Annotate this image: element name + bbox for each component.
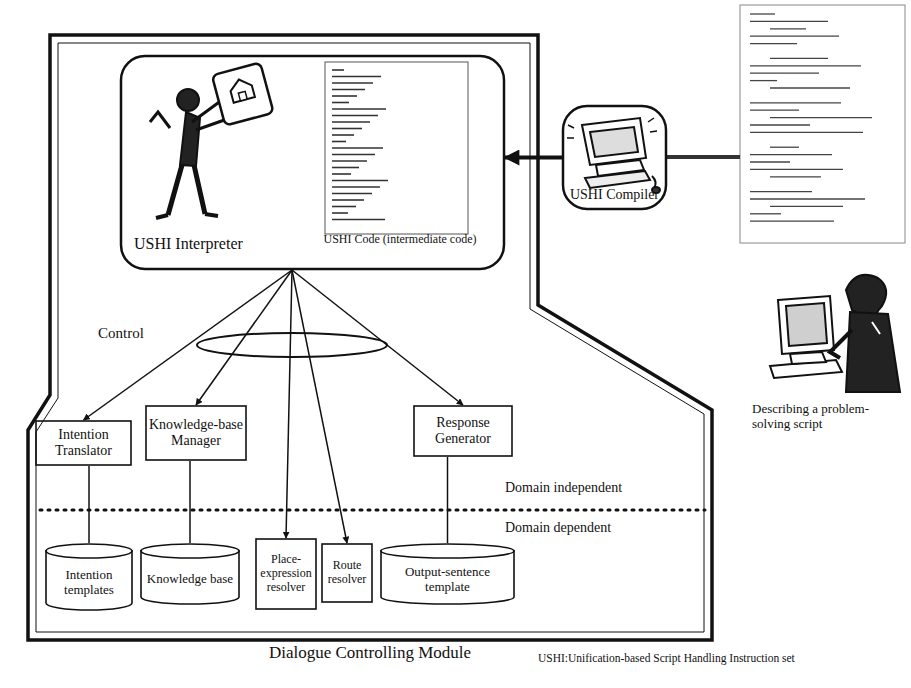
connector bbox=[84, 270, 293, 420]
connector bbox=[447, 457, 449, 543]
code-panel bbox=[325, 62, 468, 234]
text-holder: Output-sentence template bbox=[383, 557, 512, 602]
node-text: Route resolver bbox=[324, 559, 370, 587]
script-document bbox=[740, 5, 905, 243]
node-text: Intention Translator bbox=[38, 427, 129, 459]
author-figure bbox=[770, 275, 900, 392]
connector bbox=[196, 270, 292, 405]
connector bbox=[189, 461, 191, 543]
process-box: Intention Translator bbox=[35, 420, 132, 466]
resolver-box: Route resolver bbox=[321, 543, 373, 603]
node-text: USHI Code (intermediate code) bbox=[324, 233, 477, 247]
text-holder: Route resolver bbox=[324, 546, 370, 600]
connector bbox=[292, 270, 347, 543]
code-lines bbox=[332, 70, 388, 220]
text-holder: Intention Translator bbox=[38, 423, 129, 463]
node-text: Knowledge-base Manager bbox=[148, 417, 244, 449]
control-label: Control bbox=[98, 325, 168, 342]
node-text: Response Generator bbox=[416, 415, 510, 447]
control-ellipse bbox=[197, 333, 387, 357]
node-text: Place-expression resolver bbox=[258, 553, 314, 594]
resolver-box: Place-expression resolver bbox=[255, 538, 317, 610]
domain-label: Domain dependent bbox=[505, 520, 675, 536]
interpreter-box: USHI Interpreter USHI Code (intermediate … bbox=[120, 55, 505, 270]
caption-note: Describing a problem-solving script bbox=[752, 402, 904, 432]
node-text: Intention templates bbox=[48, 568, 130, 598]
database-cylinder: Intention templates bbox=[45, 543, 133, 611]
node-text: Output-sentence template bbox=[383, 565, 512, 595]
connector bbox=[292, 270, 463, 405]
connector bbox=[88, 466, 90, 543]
text-holder: Response Generator bbox=[416, 408, 510, 454]
connector bbox=[505, 156, 562, 160]
text-holder: USHI Code (intermediate code) bbox=[320, 233, 480, 247]
text-holder: Knowledge base bbox=[143, 557, 237, 602]
text-holder: Knowledge-base Manager bbox=[148, 408, 244, 458]
database-cylinder: Knowledge base bbox=[140, 543, 240, 605]
text-holder: Dialogue Controlling Module bbox=[228, 643, 512, 663]
domain-label: Domain independent bbox=[505, 480, 675, 496]
text-holder: Intention templates bbox=[48, 557, 130, 608]
process-box: Knowledge-base Manager bbox=[145, 405, 247, 461]
text-holder: Place-expression resolver bbox=[258, 541, 314, 607]
compiler-box: USHI Compiler bbox=[562, 105, 667, 210]
node-text: USHI Interpreter bbox=[134, 235, 243, 253]
node-text: Knowledge base bbox=[147, 572, 233, 587]
domain-divider bbox=[40, 509, 705, 512]
footnote: USHI:Unification-based Script Handling I… bbox=[538, 652, 906, 665]
text-holder: USHI Compiler bbox=[562, 187, 667, 203]
module-housing: Dialogue Controlling Module USHI Interpre… bbox=[28, 35, 712, 667]
node-text: Dialogue Controlling Module bbox=[269, 643, 471, 663]
text-holder: USHI Interpreter bbox=[134, 235, 304, 253]
compiler-computer bbox=[567, 118, 660, 193]
connector bbox=[286, 270, 292, 538]
node-text: USHI Compiler bbox=[570, 187, 659, 203]
process-box: Response Generator bbox=[413, 405, 513, 457]
document-lines bbox=[750, 14, 872, 221]
module-housing-outline bbox=[28, 35, 712, 667]
database-cylinder: Output-sentence template bbox=[380, 543, 515, 605]
document-feed-line bbox=[667, 155, 740, 159]
interpreter-figure bbox=[150, 62, 274, 218]
